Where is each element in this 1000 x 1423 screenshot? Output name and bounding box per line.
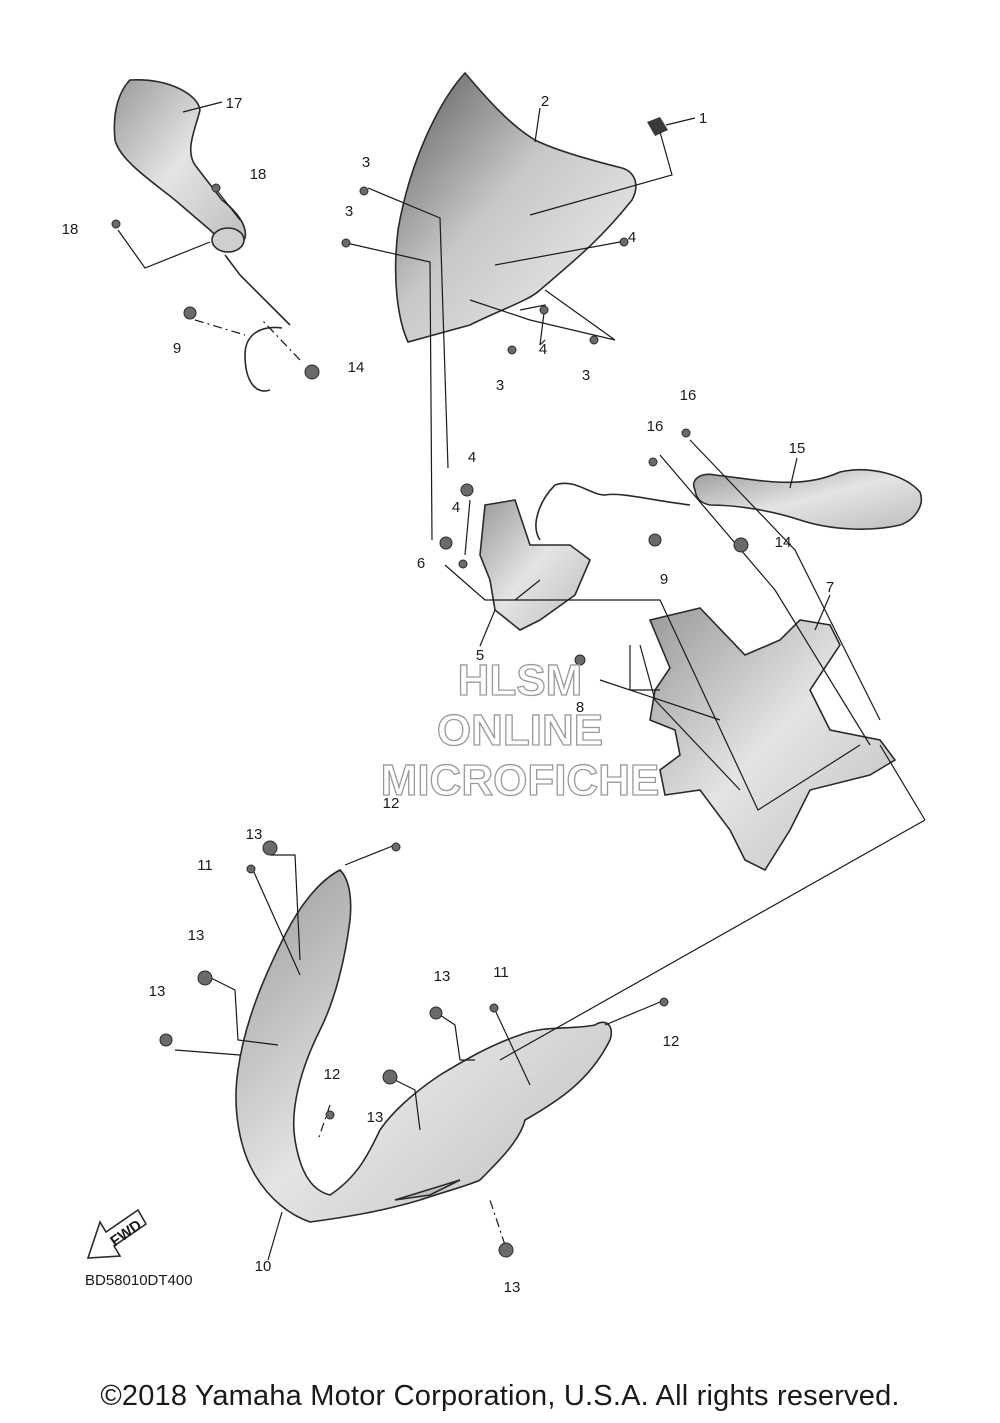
callout-11a: 11 bbox=[197, 857, 213, 874]
callout-14a: 14 bbox=[348, 359, 365, 376]
callout-2: 2 bbox=[541, 93, 549, 110]
callout-13e: 13 bbox=[367, 1109, 384, 1126]
callout-6: 6 bbox=[417, 555, 425, 572]
mirror-left-mount bbox=[211, 227, 245, 253]
watermark-line-1: HLSM bbox=[458, 656, 583, 705]
callout-4d: 4 bbox=[452, 499, 460, 516]
callout-10: 10 bbox=[255, 1258, 272, 1275]
callout-4c: 4 bbox=[468, 449, 476, 466]
callout-13a: 13 bbox=[246, 826, 263, 843]
callout-labels: 1 2 3 3 3 3 4 4 4 4 4 5 6 7 8 9 9 10 11 … bbox=[62, 93, 835, 1296]
lower-cowl bbox=[235, 869, 613, 1223]
callout-4a: 4 bbox=[628, 229, 636, 246]
callout-15: 15 bbox=[789, 440, 806, 457]
callout-12a: 12 bbox=[383, 795, 400, 812]
copyright-notice: ©2018 Yamaha Motor Corporation, U.S.A. A… bbox=[100, 1380, 900, 1412]
callout-18b: 18 bbox=[62, 221, 79, 238]
callout-18a: 18 bbox=[250, 166, 267, 183]
fwd-arrow-icon: FWD bbox=[86, 1208, 148, 1259]
callout-12b: 12 bbox=[324, 1066, 341, 1083]
callout-3b: 3 bbox=[345, 203, 353, 220]
callout-1: 1 bbox=[699, 110, 707, 127]
callout-3a: 3 bbox=[362, 154, 370, 171]
callout-13c: 13 bbox=[149, 983, 166, 1000]
callout-16b: 16 bbox=[647, 418, 664, 435]
stay-frame bbox=[648, 607, 897, 872]
callout-9b: 9 bbox=[660, 571, 668, 588]
callout-9a: 9 bbox=[173, 340, 181, 357]
mirror-right bbox=[693, 468, 922, 530]
callout-13f: 13 bbox=[504, 1279, 521, 1296]
callout-3d: 3 bbox=[582, 367, 590, 384]
callout-3c: 3 bbox=[496, 377, 504, 394]
callout-8: 8 bbox=[576, 699, 584, 716]
callout-12c: 12 bbox=[663, 1033, 680, 1050]
watermark-line-2: ONLINE bbox=[437, 706, 603, 755]
mirror-left bbox=[113, 79, 247, 245]
callout-13b: 13 bbox=[188, 927, 205, 944]
callout-14b: 14 bbox=[775, 534, 792, 551]
callout-7: 7 bbox=[826, 579, 834, 596]
watermark-line-3: MICROFICHE bbox=[381, 756, 660, 805]
fasteners bbox=[111, 183, 749, 1258]
callout-17: 17 bbox=[226, 95, 243, 112]
callout-13d: 13 bbox=[434, 968, 451, 985]
diagram-code: BD58010DT400 bbox=[85, 1272, 193, 1289]
windshield bbox=[394, 71, 637, 343]
callout-16a: 16 bbox=[680, 387, 697, 404]
decal bbox=[647, 117, 668, 136]
callout-4b: 4 bbox=[539, 341, 547, 358]
callout-5: 5 bbox=[476, 647, 484, 664]
bracket bbox=[479, 499, 591, 631]
callout-11b: 11 bbox=[493, 964, 509, 981]
